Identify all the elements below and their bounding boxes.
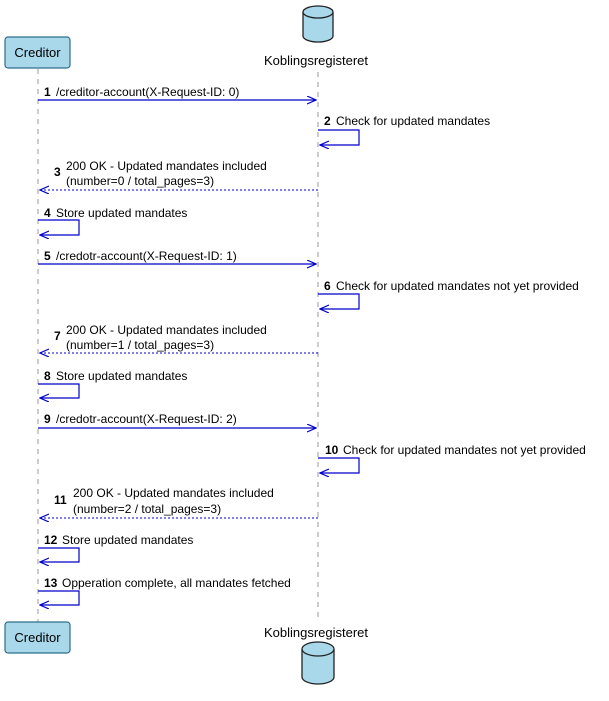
message-label: Check for updated mandates not yet provi… bbox=[343, 443, 586, 457]
message-label: Store updated mandates bbox=[56, 369, 187, 383]
message-6: 6 Check for updated mandates not yet pro… bbox=[318, 279, 579, 309]
message-number: 4 bbox=[44, 206, 51, 220]
message-4: 4 Store updated mandates bbox=[38, 206, 187, 235]
message-label-line2: (number=1 / total_pages=3) bbox=[66, 338, 214, 352]
message-12: 12 Store updated mandates bbox=[38, 533, 193, 562]
registry-label: Koblingsregisteret bbox=[264, 53, 368, 68]
message-number: 2 bbox=[324, 114, 331, 128]
message-label-line2: (number=0 / total_pages=3) bbox=[66, 174, 214, 188]
message-10: 10 Check for updated mandates not yet pr… bbox=[318, 443, 586, 473]
message-9: 9 /credotr-account(X-Request-ID: 2) bbox=[38, 412, 316, 428]
message-13: 13 Opperation complete, all mandates fet… bbox=[38, 576, 291, 605]
creditor-participant-top: Creditor bbox=[4, 36, 71, 69]
message-number: 7 bbox=[54, 329, 61, 343]
message-label: 200 OK - Updated mandates included bbox=[66, 159, 267, 173]
message-number: 9 bbox=[44, 412, 51, 426]
message-label: Store updated mandates bbox=[56, 206, 187, 220]
registry-database-icon bbox=[302, 5, 334, 43]
message-8: 8 Store updated mandates bbox=[38, 369, 187, 398]
message-label: Check for updated mandates not yet provi… bbox=[336, 279, 579, 293]
message-2: 2 Check for updated mandates bbox=[318, 114, 490, 145]
message-number: 1 bbox=[44, 85, 51, 99]
message-11: 11 200 OK - Updated mandates included (n… bbox=[40, 486, 318, 518]
message-number: 6 bbox=[324, 279, 331, 293]
message-label: 200 OK - Updated mandates included bbox=[66, 323, 267, 337]
message-number: 5 bbox=[44, 249, 51, 263]
message-3: 3 200 OK - Updated mandates included (nu… bbox=[40, 159, 318, 190]
registry-database-icon bbox=[301, 641, 335, 685]
creditor-label: Creditor bbox=[14, 45, 61, 60]
message-1: 1 /creditor-account(X-Request-ID: 0) bbox=[38, 85, 316, 100]
message-label: 200 OK - Updated mandates included bbox=[73, 486, 274, 500]
message-7: 7 200 OK - Updated mandates included (nu… bbox=[40, 323, 318, 353]
message-number: 10 bbox=[325, 443, 339, 457]
message-number: 13 bbox=[44, 576, 58, 590]
message-label: /credotr-account(X-Request-ID: 1) bbox=[56, 249, 237, 263]
message-label: /credotr-account(X-Request-ID: 2) bbox=[56, 412, 237, 426]
creditor-participant-bottom: Creditor bbox=[4, 621, 71, 654]
creditor-label: Creditor bbox=[14, 630, 61, 645]
message-number: 12 bbox=[44, 533, 58, 547]
message-label: Opperation complete, all mandates fetche… bbox=[62, 576, 291, 590]
message-number: 3 bbox=[54, 165, 61, 179]
message-label-line2: (number=2 / total_pages=3) bbox=[73, 502, 221, 516]
message-label: Check for updated mandates bbox=[336, 114, 490, 128]
message-label: Store updated mandates bbox=[62, 533, 193, 547]
message-5: 5 /credotr-account(X-Request-ID: 1) bbox=[38, 249, 316, 264]
message-number: 8 bbox=[44, 369, 51, 383]
message-number: 11 bbox=[54, 493, 67, 507]
registry-label: Koblingsregisteret bbox=[264, 625, 368, 640]
message-label: /creditor-account(X-Request-ID: 0) bbox=[56, 85, 239, 99]
